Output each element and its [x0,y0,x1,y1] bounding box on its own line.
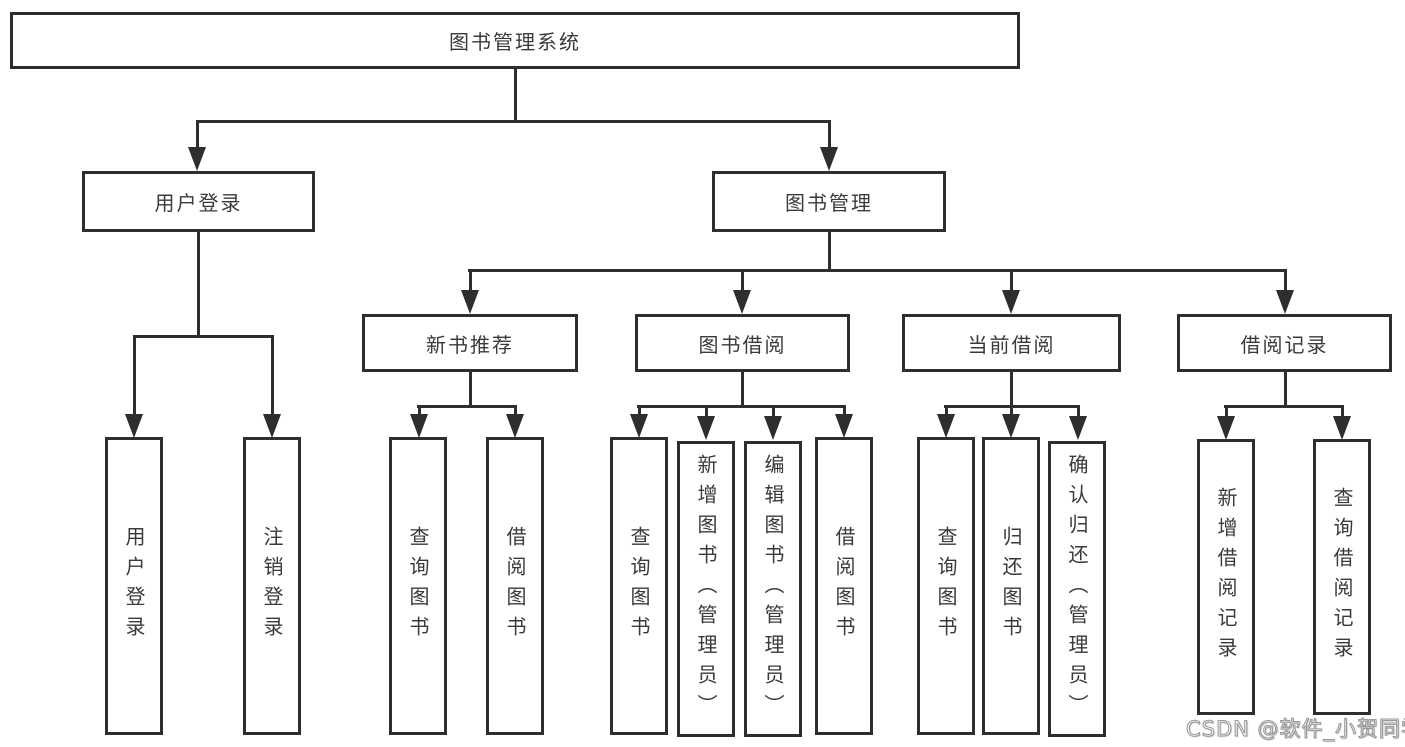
connector-line [1340,405,1344,416]
connector-line [468,269,472,293]
arrow-down-icon [188,147,206,171]
node-root: 图书管理系统 [10,12,1020,69]
arrow-down-icon [1333,416,1351,440]
connector-line [132,335,136,416]
connector-line [133,335,274,338]
connector-line [417,405,517,408]
arrow-down-icon [1002,414,1020,438]
connector-line [1076,405,1080,416]
connector-line [740,372,744,408]
leaf-edit-book-admin: 编辑图书（管理员） [744,441,802,737]
leaf-borrow-books-recommend: 借阅图书 [486,437,544,735]
arrow-down-icon [820,147,838,171]
arrow-down-icon [697,416,715,440]
node-current-borrow: 当前借阅 [902,314,1121,372]
leaf-confirm-return-admin: 确认归还（管理员） [1048,441,1106,737]
connector-line [1009,372,1013,408]
connector-line [1283,269,1287,293]
leaf-user-login: 用户登录 [105,437,163,735]
arrow-down-icon [630,414,648,438]
arrow-down-icon [937,414,955,438]
arrow-down-icon [1069,416,1087,440]
arrow-down-icon [1217,416,1235,440]
node-book-borrow: 图书借阅 [635,314,850,372]
connector-line [827,232,831,272]
connector-line [827,120,831,150]
arrow-down-icon [125,414,143,438]
connector-line [1009,269,1013,293]
arrow-down-icon [506,414,524,438]
leaf-query-books-recommend: 查询图书 [389,437,447,735]
connector-line [704,405,708,416]
connector-line [196,232,200,338]
leaf-add-borrow-record: 新增借阅记录 [1197,439,1255,715]
connector-line [1224,405,1228,416]
arrow-down-icon [461,290,479,314]
arrow-down-icon [835,414,853,438]
connector-line [771,405,775,416]
leaf-query-borrow-record: 查询借阅记录 [1313,439,1371,715]
watermark: CSDN @软件_小贺同学 [1185,716,1405,741]
node-book-management: 图书管理 [712,171,946,232]
leaf-query-books-current: 查询图书 [917,437,975,735]
connector-line [417,405,421,416]
connector-line [1283,372,1287,408]
connector-line [468,372,472,408]
connector-line [740,269,744,293]
arrow-down-icon [410,414,428,438]
leaf-query-books-borrow: 查询图书 [610,437,668,735]
leaf-return-book: 归还图书 [982,437,1040,735]
arrow-down-icon [263,414,281,438]
arrow-down-icon [1002,290,1020,314]
leaf-logout: 注销登录 [243,437,301,735]
leaf-add-book-admin: 新增图书（管理员） [677,441,735,737]
arrow-down-icon [764,416,782,440]
node-user-login: 用户登录 [82,171,315,232]
connector-line [513,405,517,416]
node-new-book-recommend: 新书推荐 [362,314,578,372]
connector-line [468,269,1287,272]
connector-line [195,120,199,150]
node-borrow-records: 借阅记录 [1177,314,1392,372]
connector-line [944,405,948,416]
connector-line [1009,405,1013,416]
connector-line [270,335,274,416]
arrow-down-icon [733,290,751,314]
leaf-borrow-books-borrow: 借阅图书 [815,437,873,735]
connector-line [513,68,517,123]
arrow-down-icon [1276,290,1294,314]
connector-line [637,405,641,416]
connector-line [842,405,846,416]
